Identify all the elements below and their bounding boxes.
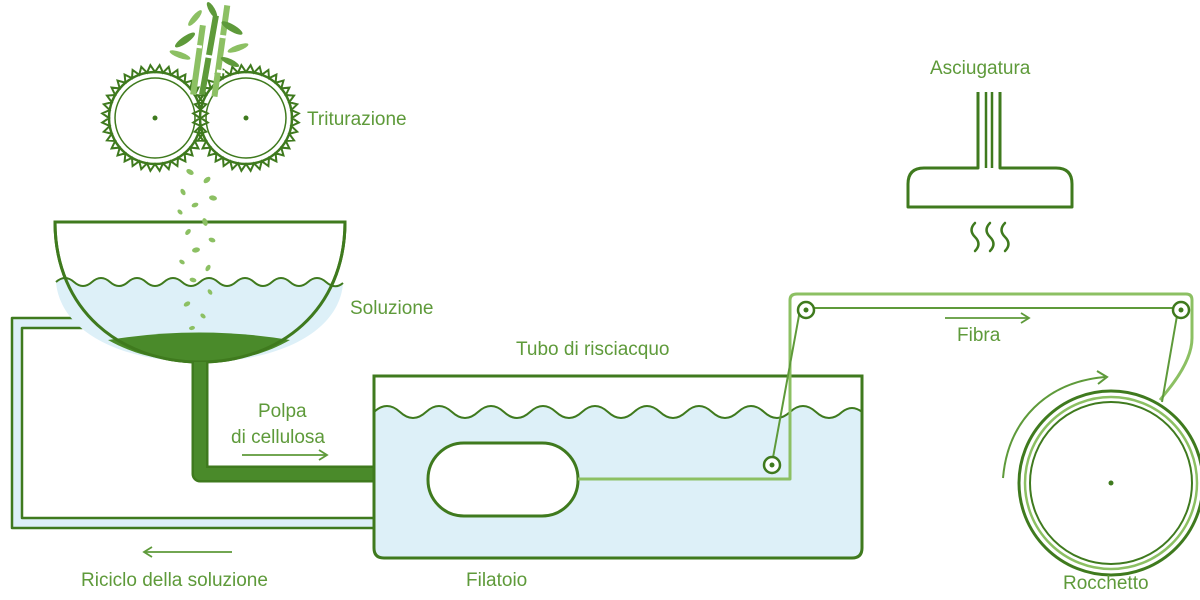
spool-icon xyxy=(1017,389,1200,577)
roller-icon xyxy=(796,300,816,320)
gear-teeth-ring xyxy=(100,63,210,173)
bamboo-chips xyxy=(177,169,217,331)
label-filatoio: Filatoio xyxy=(466,570,528,591)
solution-bowl xyxy=(53,220,347,364)
label-triturazione: Triturazione xyxy=(307,109,407,130)
label-riciclo: Riciclo della soluzione xyxy=(81,570,268,591)
bamboo-icon xyxy=(169,2,249,97)
label-tubo: Tubo di risciacquo xyxy=(516,339,670,360)
pulp-arrow-icon xyxy=(242,449,329,461)
heat-waves-icon xyxy=(970,221,1010,253)
gear-teeth-ring xyxy=(191,63,301,173)
label-soluzione: Soluzione xyxy=(350,298,434,319)
roller-icon xyxy=(762,455,782,475)
fiber-arrow-icon xyxy=(945,312,1031,324)
rotation-arrow-icon xyxy=(1002,370,1109,479)
label-asciugatura: Asciugatura xyxy=(930,58,1031,79)
label-fibra: Fibra xyxy=(957,325,1001,346)
roller-icon xyxy=(1171,300,1191,320)
label-rocchetto: Rocchetto xyxy=(1063,573,1149,594)
gear-teeth xyxy=(100,63,301,173)
label-polpa: Polpa xyxy=(258,401,307,422)
fiber-line xyxy=(578,292,1194,481)
recycle-arrow-icon xyxy=(142,546,232,558)
gear-icon xyxy=(107,70,203,166)
dryer-icon xyxy=(906,92,1074,209)
pulp-pipe-fill xyxy=(194,362,430,480)
spinneret xyxy=(426,441,580,518)
label-cellulosa: di cellulosa xyxy=(231,427,325,448)
